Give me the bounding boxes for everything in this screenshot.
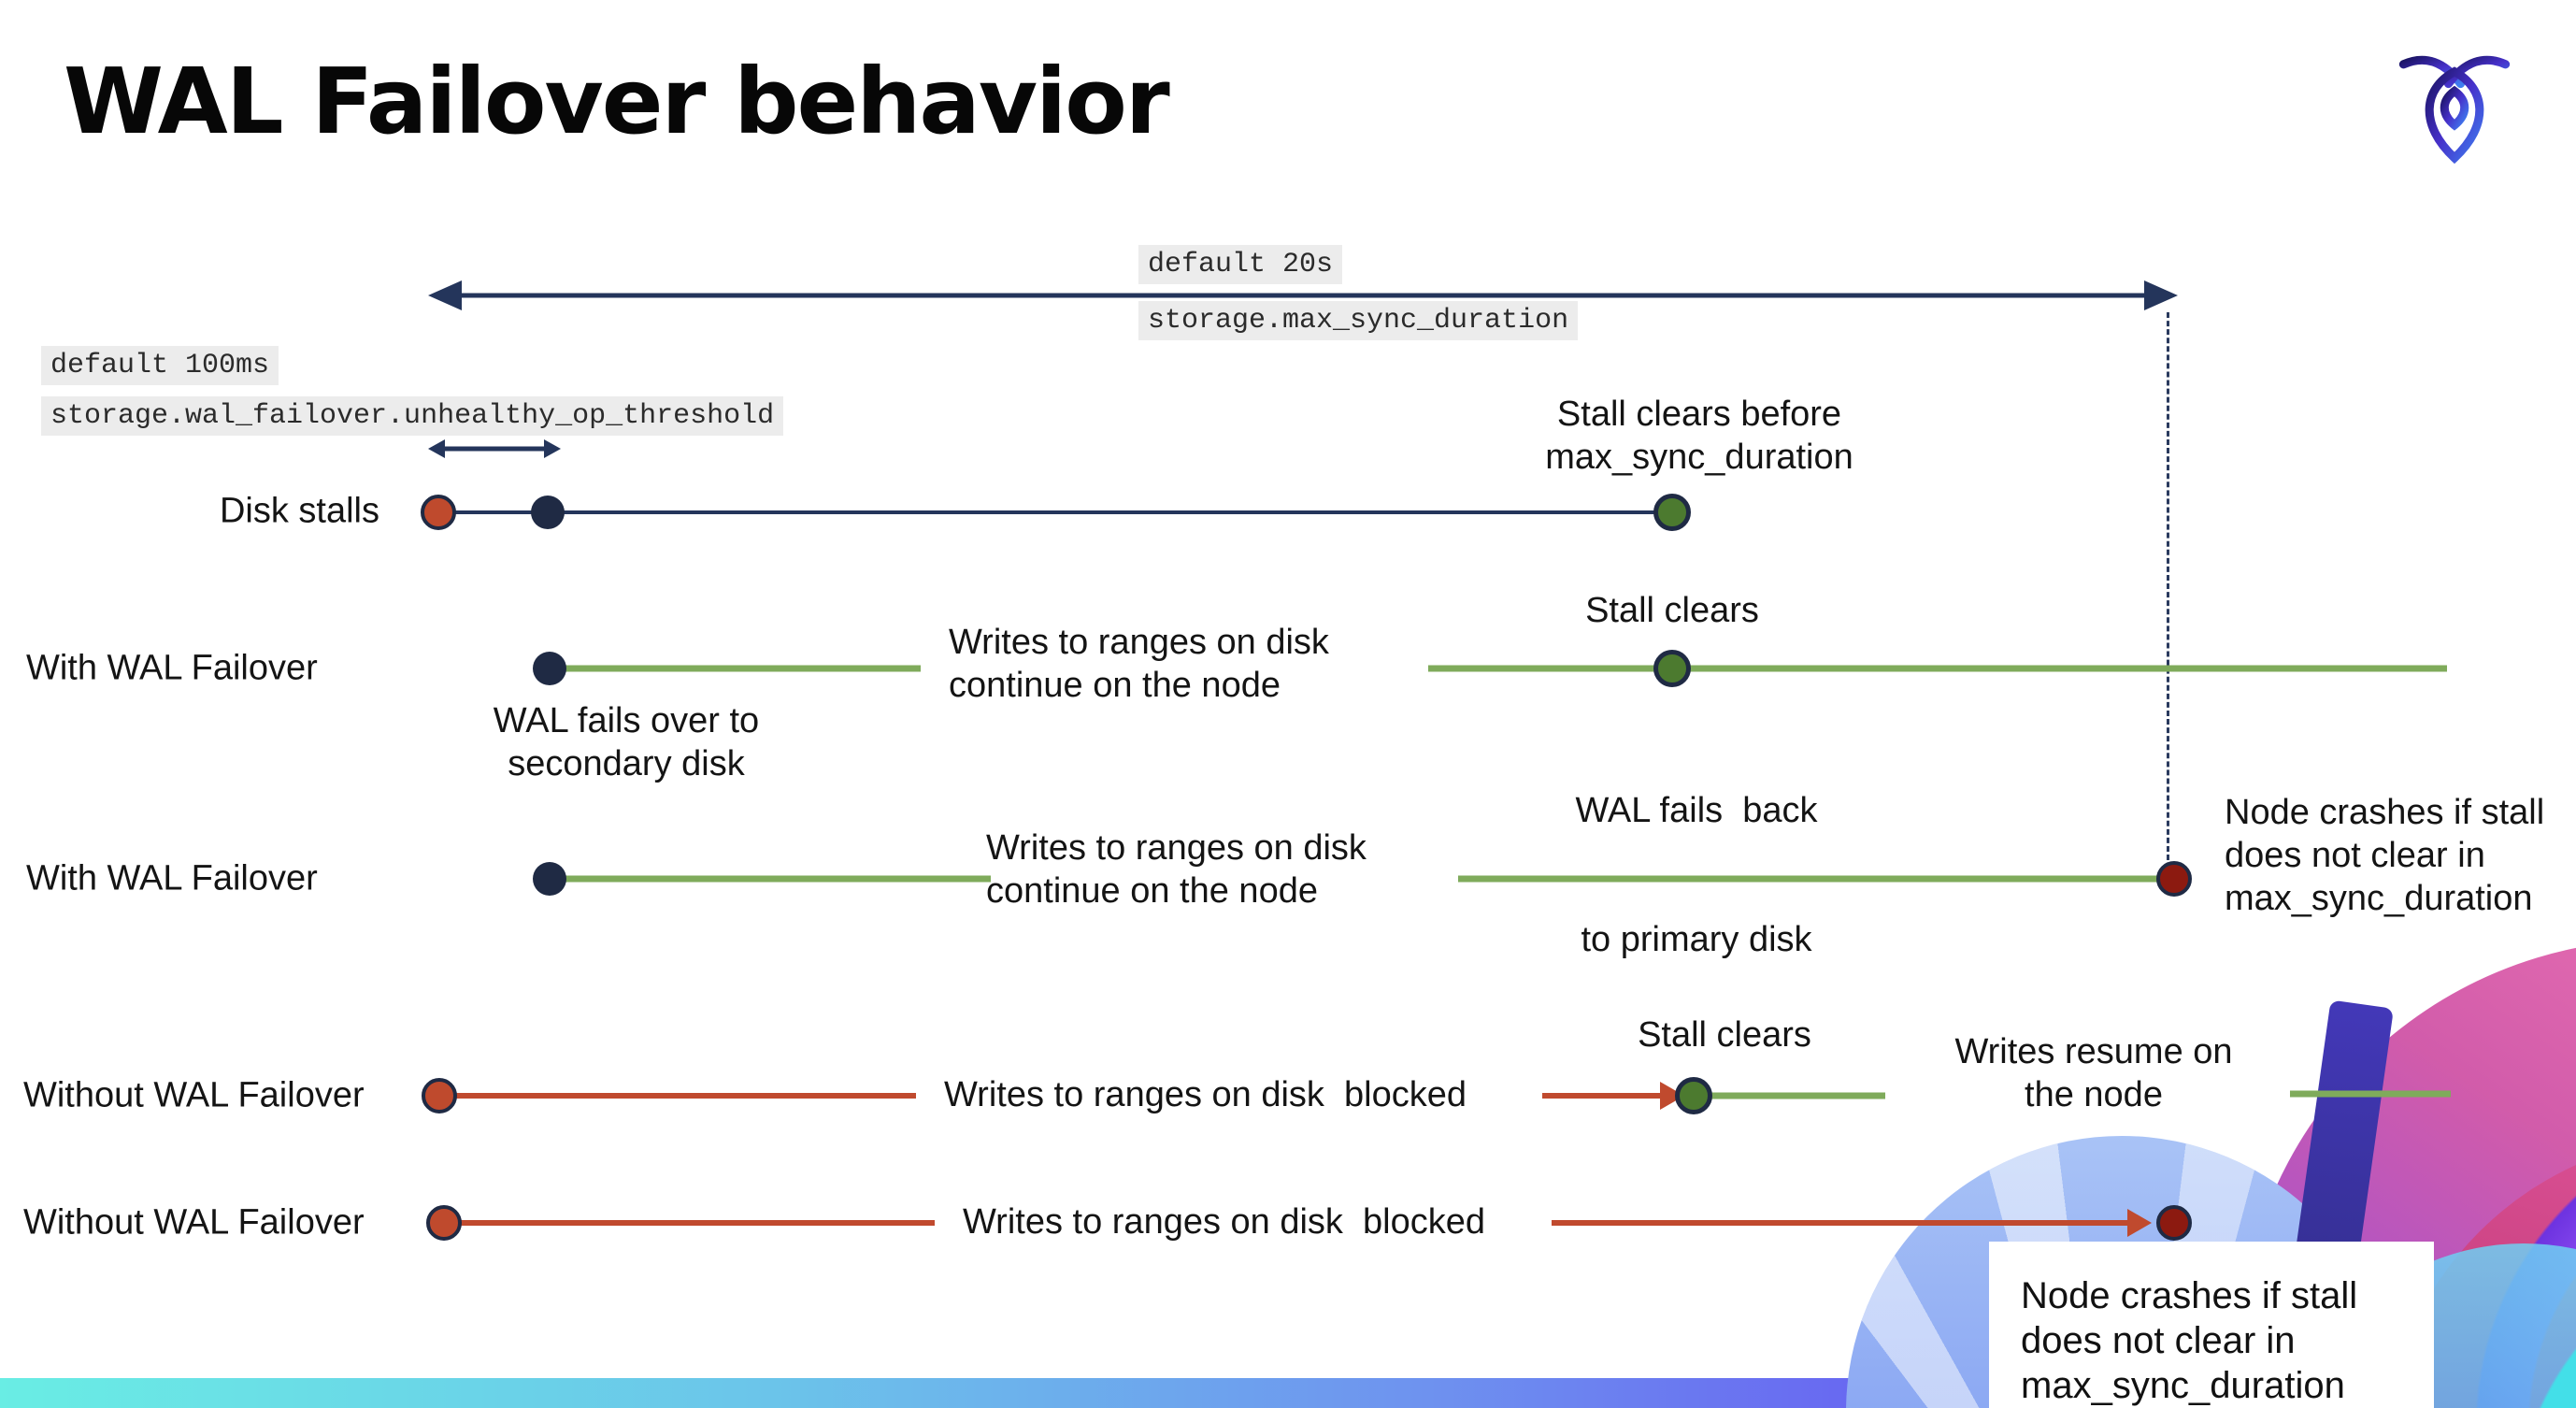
decor-cyan-arc [2505,1225,2576,1408]
setting-default-chip: default 100ms [41,346,279,385]
threshold-dot [531,496,565,529]
failover-dot [533,862,566,896]
node-crash-dot [2156,861,2192,897]
writes-continue-line [561,665,921,672]
failover-note: WAL fails over to secondary disk [493,701,760,783]
arrowhead-right-icon [2144,280,2178,310]
writes-blocked-line [454,1093,916,1099]
threshold-setting-name: storage.wal_failover.unhealthy_op_thresh… [41,396,784,436]
writes-blocked-line [1542,1093,1666,1099]
stall-clears-note: Stall clears [1585,591,1759,630]
arrowhead-left-icon [428,439,445,458]
failback-dot [1653,650,1691,687]
setting-name-chip: storage.wal_failover.unhealthy_op_thresh… [41,396,784,436]
writes-blocked-line [458,1220,935,1226]
row-label-without-wal-failover: Without WAL Failover [23,1075,365,1115]
writes-resume-line [1710,1092,1885,1099]
node-crash-note: Node crashes if stall does not clear in … [2225,793,2545,918]
writes-continue-line [561,875,991,883]
stall-clears-dot [1653,494,1691,531]
max-sync-duration-arrow-line [443,293,2150,298]
arrowhead-right-icon [544,439,561,458]
stall-start-dot [422,1078,457,1113]
stall-start-dot [426,1205,462,1241]
row-label-disk-stalls: Disk stalls [219,491,379,531]
failback-note: WAL fails back to primary disk [1575,791,1818,959]
crash-note-line: max_sync_duration [2021,1365,2345,1406]
setting-default-chip: default 20s [1138,245,1343,284]
threshold-arrow-line [441,446,548,452]
dashed-timeout-line [2167,312,2169,860]
writes-continue-note: Writes to ranges on disk continue on the… [986,828,1367,911]
stall-start-dot [421,495,456,530]
row-label-without-wal-failover: Without WAL Failover [23,1202,365,1243]
cockroachdb-logo-icon [2393,45,2516,166]
disk-stall-line [438,510,1656,514]
crash-note-line: does not clear in [2021,1320,2296,1361]
max-sync-setting-label: default 20s [1138,245,1343,284]
row-label-with-wal-failover: With WAL Failover [26,648,318,688]
writes-blocked-note: Writes to ranges on disk blocked [963,1202,1486,1242]
crash-note-line: Node crashes if stall [2021,1275,2358,1316]
row-label-with-wal-failover: With WAL Failover [26,858,318,898]
page-title: WAL Failover behavior [64,49,1170,154]
writes-blocked-line [1552,1220,2131,1226]
arrowhead-left-icon [428,280,462,310]
stall-clears-dot [1675,1077,1712,1114]
setting-name-chip: storage.max_sync_duration [1138,301,1579,340]
max-sync-setting-name: storage.max_sync_duration [1138,301,1579,340]
writes-continue-line [1458,875,2159,883]
failover-dot [533,652,566,685]
writes-continue-note: Writes to ranges on disk continue on the… [949,623,1329,705]
arrowhead-right-icon [2127,1209,2152,1237]
threshold-setting-label: default 100ms [41,346,279,385]
writes-resume-note: Writes resume on the node [1954,1032,2233,1114]
writes-blocked-note: Writes to ranges on disk blocked [944,1075,1467,1114]
crash-note-box: Node crashes if stall does not clear in … [1989,1242,2434,1408]
writes-continue-line [1428,665,2447,672]
stall-clears-note: Stall clears [1638,1015,1811,1055]
node-crash-dot [2156,1205,2192,1241]
stall-clears-before-note: Stall clears before max_sync_duration [1545,395,1853,477]
writes-resume-line [2290,1090,2451,1098]
